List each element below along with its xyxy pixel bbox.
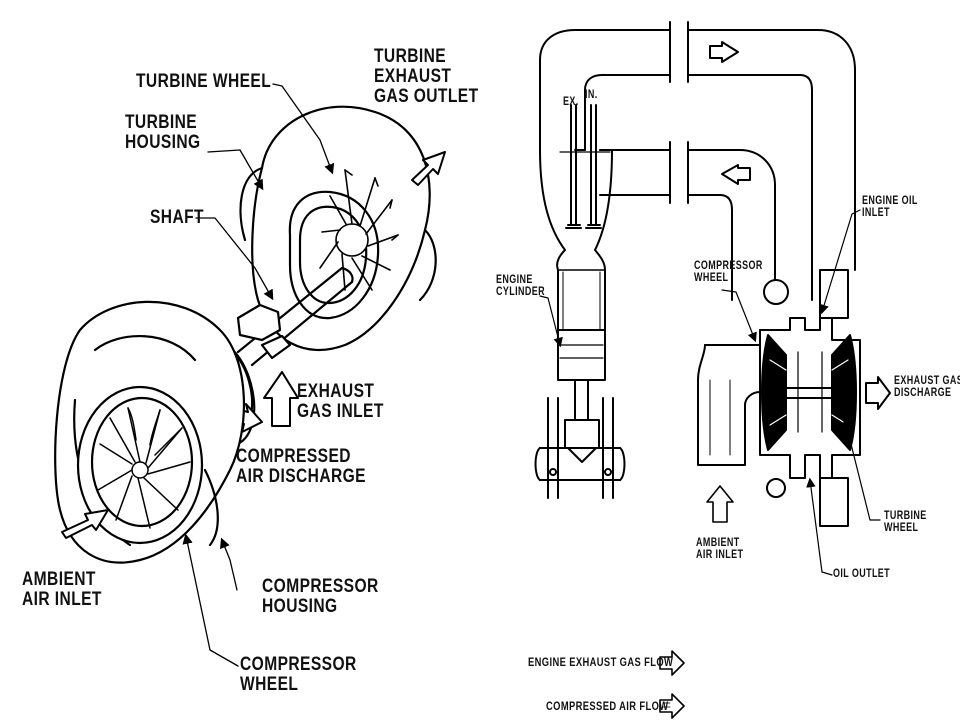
label-turbine-housing: TURBINE HOUSING xyxy=(125,112,201,153)
turbine-wheel-shape xyxy=(319,169,399,291)
ambient-air-arrow-right xyxy=(706,485,734,523)
label-engine-oil-inlet: ENGINE OIL INLET xyxy=(862,195,918,220)
compressor-air-duct xyxy=(697,329,761,466)
label-ex: EX. xyxy=(563,96,579,108)
exhaust-gas-pipe xyxy=(539,21,856,301)
right-leader-lines xyxy=(539,209,881,576)
label-in: IN. xyxy=(585,89,598,101)
turbine-exhaust-arrow xyxy=(411,151,446,186)
right-engine-schematic xyxy=(534,21,891,719)
label-compressed-air-discharge: COMPRESSED AIR DISCHARGE xyxy=(236,446,366,487)
label-exhaust-gas-discharge: EXHAUST GAS DISCHARGE xyxy=(894,375,960,400)
label-compressor-housing: COMPRESSOR HOUSING xyxy=(262,576,379,617)
legend-engine-exhaust-gas-flow: ENGINE EXHAUST GAS FLOW xyxy=(528,655,674,669)
label-turbine-exhaust-gas-outlet: TURBINE EXHAUST GAS OUTLET xyxy=(374,46,479,107)
label-exhaust-gas-inlet: EXHAUST GAS INLET xyxy=(297,381,384,422)
label-compressor-wheel: COMPRESSOR WHEEL xyxy=(240,654,357,695)
label-turbine-wheel: TURBINE WHEEL xyxy=(136,71,272,92)
engine-cylinder-shape xyxy=(534,104,626,499)
left-turbocharger-illustration xyxy=(54,83,446,667)
exhaust-gas-inlet-arrow xyxy=(263,371,299,427)
label-turbine-wheel-right: TURBINE WHEEL xyxy=(884,510,927,535)
label-oil-outlet: OIL OUTLET xyxy=(833,568,891,580)
legend-arrows xyxy=(659,650,685,719)
left-leader-lines xyxy=(182,83,335,667)
label-shaft: SHAFT xyxy=(150,207,204,228)
label-ambient-air-inlet: AMBIENT AIR INLET xyxy=(22,569,102,610)
ambient-air-inlet-arrow xyxy=(61,509,109,539)
turbo-center-section xyxy=(759,317,891,479)
label-compressor-wheel-right: COMPRESSOR WHEEL xyxy=(694,260,763,285)
label-engine-cylinder: ENGINE CYLINDER xyxy=(496,274,545,299)
legend-exhaust-arrow xyxy=(659,650,685,676)
compressor-wheel-shape xyxy=(97,407,191,529)
legend-compressed-arrow xyxy=(659,693,685,719)
label-ambient-air-inlet-right: AMBIENT AIR INLET xyxy=(696,537,744,562)
legend-compressed-air-flow: COMPRESSED AIR FLOW xyxy=(546,699,669,713)
shaft-shape xyxy=(236,266,354,367)
